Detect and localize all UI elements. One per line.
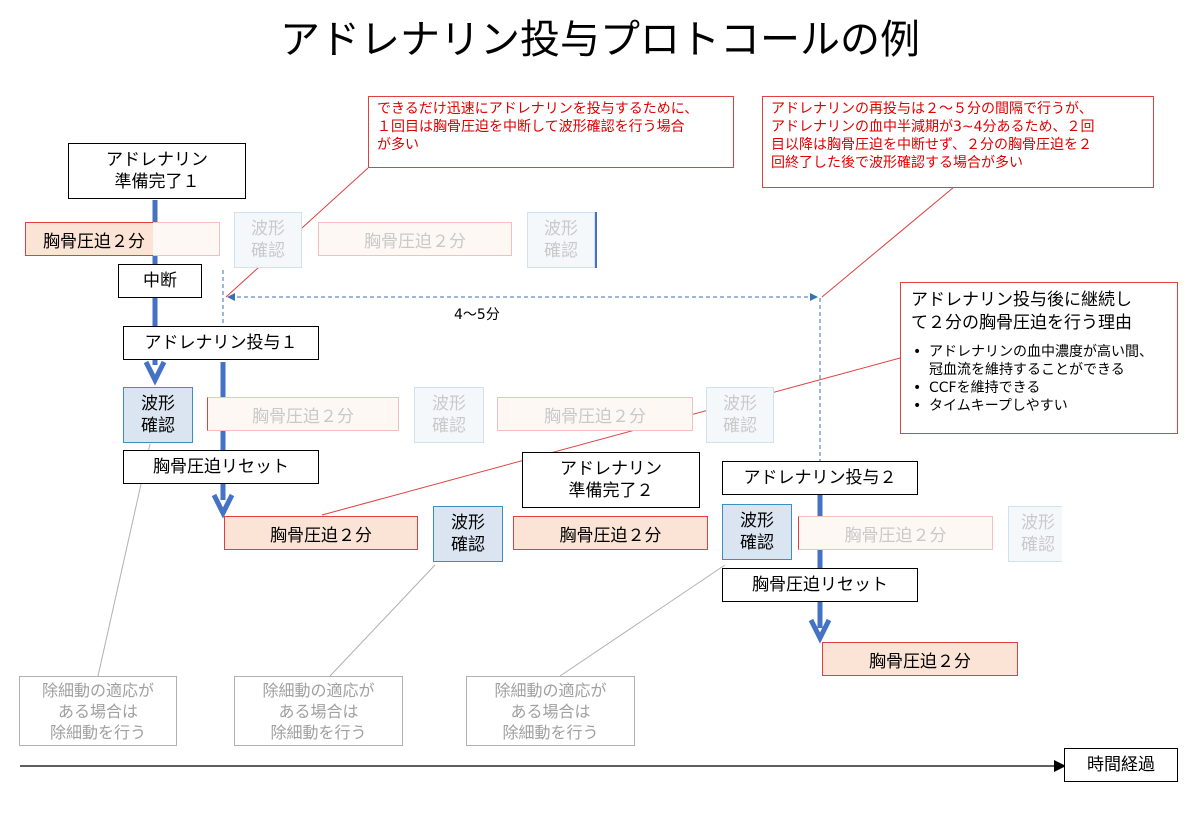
step-admin-2: アドレナリン投与２ (722, 461, 918, 495)
compression-box: 胸骨圧迫２分 (822, 642, 1018, 676)
reason-bullet: CCFを維持できる (911, 379, 1167, 397)
wave-check-box-faded: 波形 確認 (1008, 506, 1062, 562)
wave-check-box-faded: 波形 確認 (414, 387, 484, 443)
callout-line-3 (321, 357, 901, 516)
step-prep-1: アドレナリン 準備完了１ (68, 143, 246, 199)
flow-arrow-2 (211, 362, 235, 519)
page-title: アドレナリン投与プロトコールの例 (280, 17, 920, 63)
time-axis-label: 時間経過 (1064, 748, 1178, 782)
defib-note: 除細動の適応が ある場合は 除細動を行う (234, 676, 403, 746)
flow-arrow-3 (808, 492, 832, 644)
compression-box: 胸骨圧迫２分 (224, 516, 418, 550)
note-repeat-dose: アドレナリンの再投与は２～５分の間隔で行うが、 アドレナリンの血中半減期が3~4… (762, 96, 1154, 188)
compression-box-faded: 胸骨圧迫２分 (497, 397, 693, 431)
compression-box-active: 胸骨圧迫２分 (25, 222, 153, 256)
callout-line-2 (821, 181, 961, 298)
step-reset-2: 胸骨圧迫リセット (722, 568, 918, 602)
defib-line-2 (329, 564, 436, 677)
compression-box-faded: 胸骨圧迫２分 (798, 516, 993, 550)
wave-check-box: 波形 確認 (123, 387, 193, 443)
compression-box: 胸骨圧迫２分 (513, 516, 708, 550)
reason-title: アドレナリン投与後に継続し て２分の胸骨圧迫を行う理由 (911, 290, 1132, 333)
defib-line-3 (559, 564, 726, 677)
reason-bullet: タイムキープしやすい (911, 397, 1167, 415)
compression-box-faded-tail (153, 222, 220, 256)
wave-check-box-faded: 波形 確認 (706, 387, 774, 443)
compression-box-faded: 胸骨圧迫２分 (207, 397, 399, 431)
reason-note: アドレナリン投与後に継続し て２分の胸骨圧迫を行う理由 アドレナリンの血中濃度が… (900, 282, 1178, 434)
wave-check-box: 波形 確認 (433, 506, 503, 562)
note-first-dose: できるだけ迅速にアドレナリンを投与するために、 １回目は胸骨圧迫を中断して波形確… (368, 96, 734, 168)
step-admin-1: アドレナリン投与１ (123, 326, 319, 360)
step-prep-2: アドレナリン 準備完了２ (522, 452, 700, 508)
reason-bullet: アドレナリンの血中濃度が高い間、 冠血流を維持することができる (911, 343, 1167, 379)
defib-note: 除細動の適応が ある場合は 除細動を行う (466, 676, 635, 746)
wave-check-box: 波形 確認 (722, 504, 792, 560)
wave-check-box-faded: 波形 確認 (527, 212, 595, 268)
interval-label: 4～5分 (454, 307, 500, 323)
compression-box-faded: 胸骨圧迫２分 (318, 222, 512, 256)
defib-note: 除細動の適応が ある場合は 除細動を行う (19, 676, 177, 746)
step-interrupt: 中断 (118, 264, 202, 298)
wave-check-box-faded: 波形 確認 (234, 212, 302, 268)
step-reset-1: 胸骨圧迫リセット (123, 450, 319, 484)
